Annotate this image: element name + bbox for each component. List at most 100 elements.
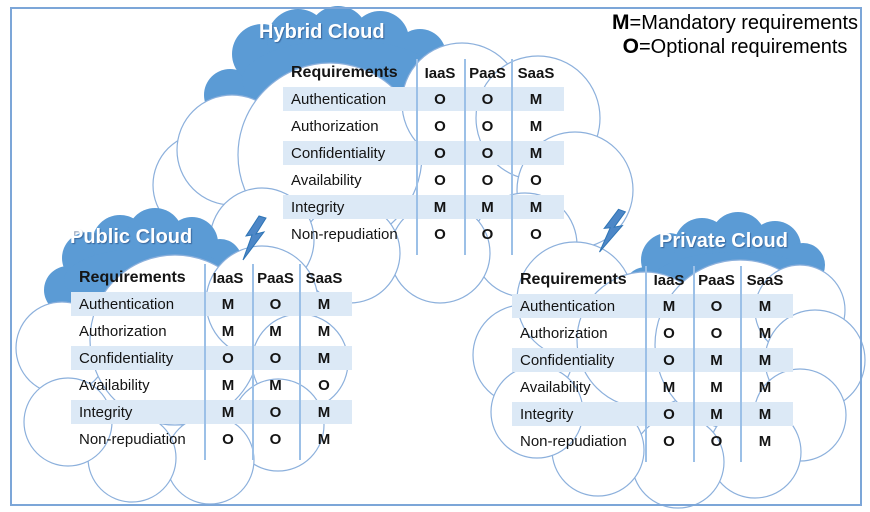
lightning-bolt-right bbox=[599, 208, 627, 253]
requirement-value: M bbox=[221, 403, 235, 421]
table-row: Integrity M M M bbox=[283, 195, 564, 219]
requirement-value: M bbox=[221, 322, 235, 340]
column-divider bbox=[693, 266, 695, 462]
column-header-requirements: Requirements bbox=[520, 271, 627, 288]
requirement-label: Availability bbox=[291, 171, 362, 189]
column-header-saas: SaaS bbox=[305, 269, 343, 287]
requirement-value: O bbox=[434, 90, 446, 108]
cloud-title-public: Public Cloud bbox=[70, 226, 193, 248]
requirement-label: Availability bbox=[520, 378, 591, 396]
requirement-value: M bbox=[433, 198, 447, 216]
requirement-value: M bbox=[529, 90, 543, 108]
requirement-label: Confidentiality bbox=[520, 351, 615, 369]
requirement-value: M bbox=[529, 198, 543, 216]
requirement-value: O bbox=[222, 349, 234, 367]
column-header-paas: PaaS bbox=[698, 271, 735, 289]
requirement-label: Authorization bbox=[291, 117, 379, 135]
table-row: Integrity M O M bbox=[71, 400, 352, 424]
requirement-value: M bbox=[662, 378, 676, 396]
requirement-value: O bbox=[269, 295, 282, 313]
table-row: Authorization O O M bbox=[512, 321, 793, 345]
column-header-saas: SaaS bbox=[746, 271, 784, 289]
requirement-value: O bbox=[269, 349, 282, 367]
requirement-value: O bbox=[710, 324, 723, 342]
requirement-value: O bbox=[663, 405, 675, 423]
requirement-value: M bbox=[758, 297, 772, 315]
column-divider bbox=[299, 264, 301, 460]
column-header-paas: PaaS bbox=[257, 269, 294, 287]
requirement-value: M bbox=[221, 376, 235, 394]
requirement-label: Integrity bbox=[79, 403, 133, 421]
table-row: Availability M M M bbox=[512, 375, 793, 399]
requirement-label: Non-repudiation bbox=[520, 432, 627, 450]
requirement-value: O bbox=[663, 324, 675, 342]
column-divider bbox=[252, 264, 254, 460]
requirement-value: O bbox=[530, 225, 542, 243]
requirement-value: M bbox=[481, 198, 494, 216]
requirement-label: Authorization bbox=[79, 322, 167, 340]
requirement-label: Authentication bbox=[79, 295, 175, 313]
column-divider bbox=[416, 59, 418, 255]
legend-symbol-m: M bbox=[612, 11, 630, 34]
requirement-label: Integrity bbox=[520, 405, 574, 423]
requirement-label: Availability bbox=[79, 376, 150, 394]
requirement-value: M bbox=[758, 378, 772, 396]
requirement-value: M bbox=[317, 322, 331, 340]
column-header-iaas: IaaS bbox=[212, 269, 244, 287]
requirement-value: M bbox=[221, 295, 235, 313]
column-header-saas: SaaS bbox=[517, 64, 555, 82]
requirement-value: M bbox=[269, 376, 282, 394]
requirement-label: Confidentiality bbox=[79, 349, 174, 367]
column-header-iaas: IaaS bbox=[653, 271, 685, 289]
column-divider bbox=[204, 264, 206, 460]
requirement-label: Confidentiality bbox=[291, 144, 386, 162]
legend-text-optional: =Optional requirements bbox=[638, 36, 848, 58]
requirement-label: Authentication bbox=[291, 90, 387, 108]
legend-text-mandatory: =Mandatory requirements bbox=[629, 12, 858, 34]
requirement-label: Authorization bbox=[520, 324, 608, 342]
legend: M=Mandatory requirements O=Optional requ… bbox=[612, 11, 858, 59]
requirement-value: M bbox=[758, 432, 772, 450]
lightning-bolt-left bbox=[242, 215, 267, 261]
column-divider bbox=[645, 266, 647, 462]
requirement-value: M bbox=[710, 405, 723, 423]
requirement-label: Non-repudiation bbox=[291, 225, 398, 243]
requirement-value: O bbox=[481, 225, 494, 243]
legend-line-mandatory: M=Mandatory requirements bbox=[612, 11, 858, 35]
requirement-label: Integrity bbox=[291, 198, 345, 216]
column-divider bbox=[464, 59, 466, 255]
requirement-value: M bbox=[317, 403, 331, 421]
table-header-row: Requirements IaaS PaaS SaaS bbox=[512, 268, 793, 292]
requirement-value: O bbox=[318, 376, 330, 394]
requirement-value: M bbox=[710, 378, 723, 396]
requirement-value: M bbox=[710, 351, 723, 369]
requirement-label: Non-repudiation bbox=[79, 430, 186, 448]
requirement-value: O bbox=[481, 171, 494, 189]
requirement-value: O bbox=[481, 117, 494, 135]
requirement-value: M bbox=[758, 405, 772, 423]
requirement-value: O bbox=[434, 171, 446, 189]
requirement-value: O bbox=[269, 403, 282, 421]
requirement-value: O bbox=[222, 430, 234, 448]
column-header-requirements: Requirements bbox=[291, 64, 398, 81]
requirement-value: M bbox=[662, 297, 676, 315]
requirement-value: M bbox=[269, 322, 282, 340]
requirement-value: M bbox=[758, 324, 772, 342]
requirement-value: M bbox=[529, 117, 543, 135]
column-header-requirements: Requirements bbox=[79, 269, 186, 286]
column-header-iaas: IaaS bbox=[424, 64, 456, 82]
table-row: Authorization M M M bbox=[71, 319, 352, 343]
cloud-title-hybrid: Hybrid Cloud bbox=[259, 21, 385, 43]
